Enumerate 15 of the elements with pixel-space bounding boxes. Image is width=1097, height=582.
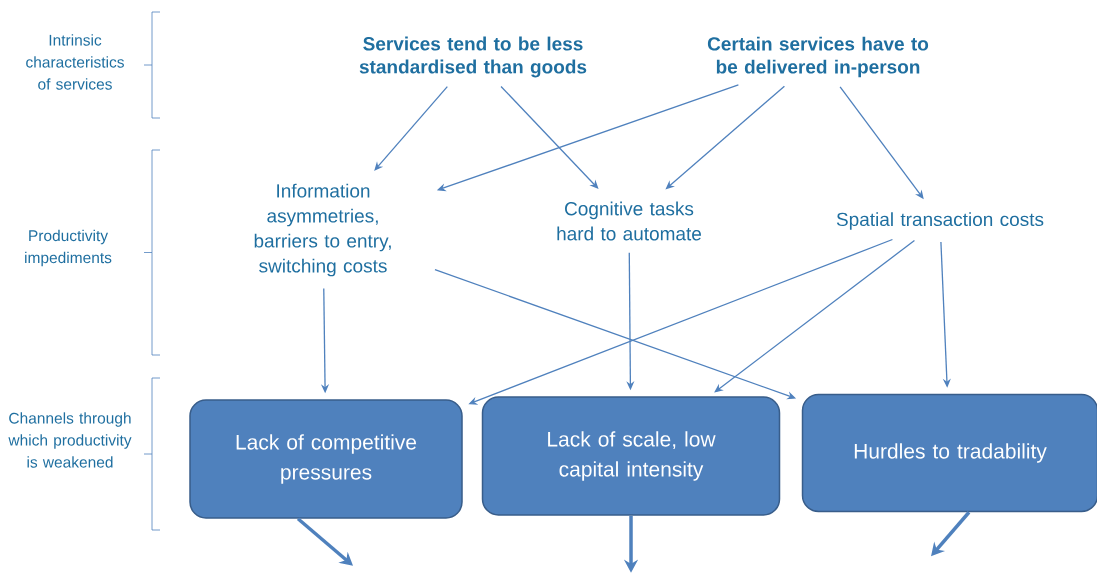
impediment-text: Spatial transaction costs	[836, 212, 1044, 230]
row-label: Channels through which productivity is weakened	[8, 412, 132, 468]
arrow	[500, 85, 599, 189]
channel-box: Lack of competitive pressures	[189, 399, 463, 519]
channel-box: Lack of scale, low capital intensity	[481, 396, 781, 516]
arrow	[714, 239, 916, 393]
row-label: Intrinsic characteristics of services	[26, 34, 124, 90]
cause-text: Services tend to be less standardised than goods	[359, 36, 587, 78]
impediment-text: Information asymmetries, barriers to entry, switching costs	[254, 183, 391, 277]
impediment-text: Cognitive tasks hard to automate	[557, 201, 701, 241]
arrow	[296, 517, 353, 566]
cause-text: Certain services have to be delivered in-person	[707, 36, 929, 78]
arrow	[374, 85, 448, 171]
row-label: Productivity impediments	[25, 229, 112, 267]
channel-box: Hurdles to tradability	[801, 393, 1097, 513]
